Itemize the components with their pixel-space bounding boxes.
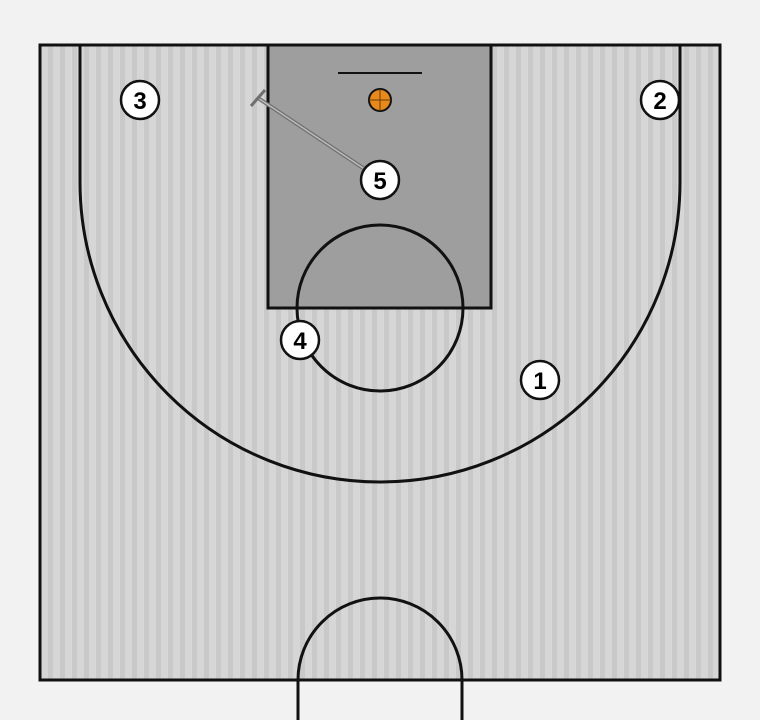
player-1: 1	[519, 359, 561, 401]
player-4: 4	[279, 319, 321, 361]
basketball-icon	[368, 88, 392, 112]
center-circle	[296, 596, 464, 720]
court-boundary	[38, 43, 722, 682]
player-5: 5	[359, 159, 401, 201]
three-point-line	[78, 45, 682, 484]
screen-action	[249, 89, 368, 172]
svg-text:1: 1	[533, 368, 546, 395]
player-2: 2	[639, 79, 681, 121]
player-3: 3	[119, 79, 161, 121]
svg-text:5: 5	[373, 168, 386, 195]
svg-text:4: 4	[293, 328, 307, 355]
svg-text:2: 2	[653, 88, 666, 115]
free-throw-circle	[295, 223, 465, 393]
svg-text:3: 3	[133, 88, 146, 115]
